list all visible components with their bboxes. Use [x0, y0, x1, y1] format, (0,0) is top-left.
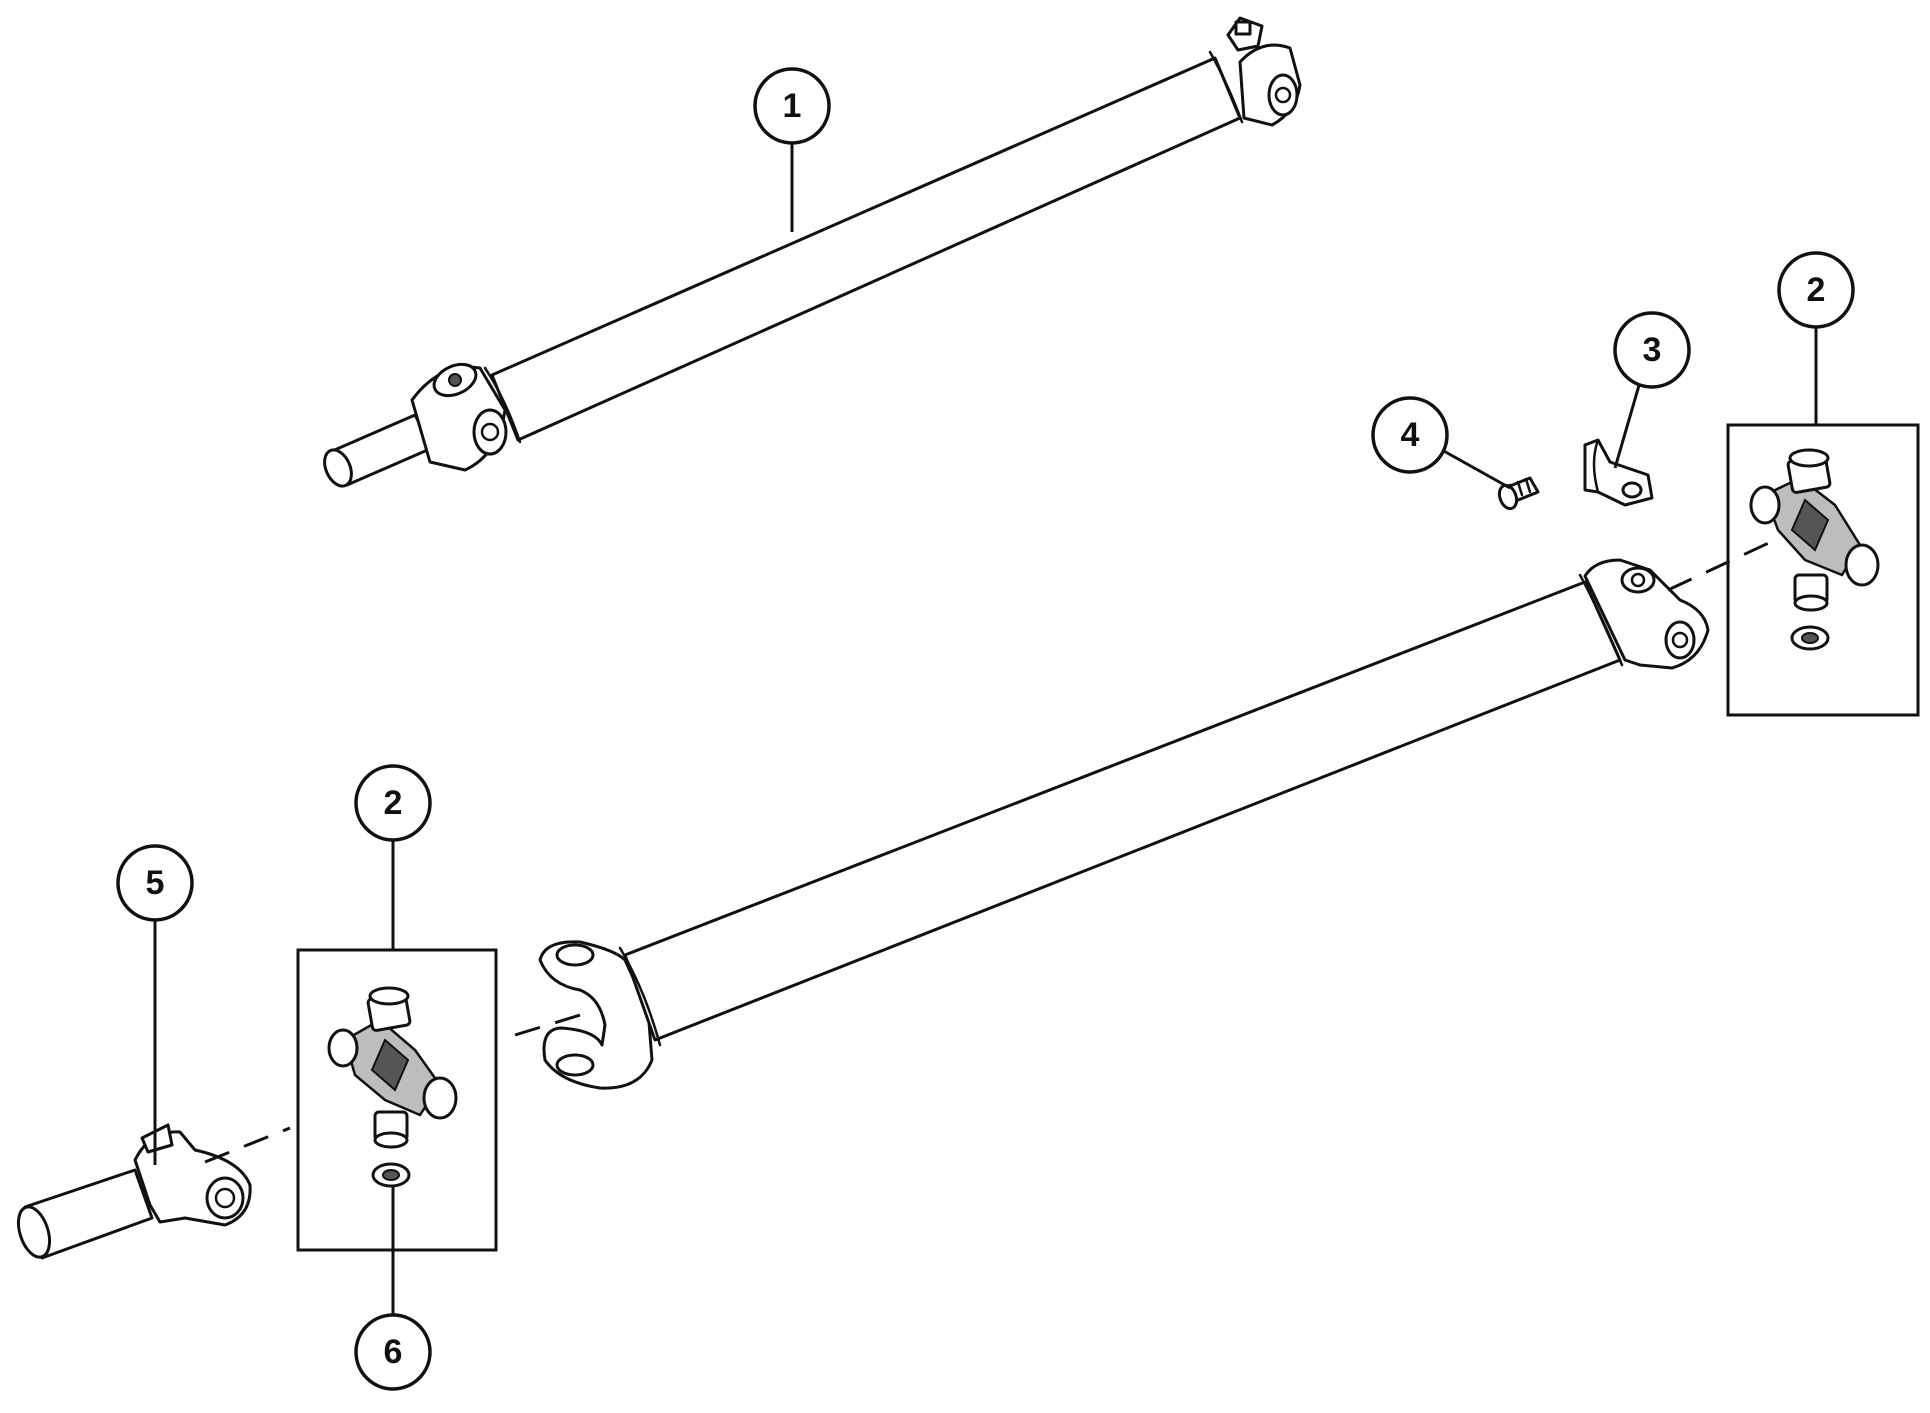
callout-2-right: 2 [1777, 251, 1855, 329]
front-driveshaft [323, 16, 1302, 488]
alignment-line-right [1667, 538, 1776, 592]
leader-3 [1613, 374, 1644, 469]
callout-5-label: 5 [146, 864, 165, 902]
callout-2-left-label: 2 [384, 784, 403, 822]
callout-2-left: 2 [354, 764, 432, 842]
callout-1: 1 [753, 67, 831, 145]
callout-5: 5 [116, 844, 194, 922]
u-joint-kit-left [296, 948, 498, 1252]
callout-6-label: 6 [384, 1333, 403, 1371]
slip-yoke [16, 1123, 252, 1260]
u-joint-kit-right [1726, 423, 1920, 717]
callout-4: 4 [1371, 396, 1449, 474]
alignment-line-left-1 [204, 1126, 291, 1164]
callout-3-label: 3 [1643, 331, 1662, 369]
callout-1-label: 1 [783, 87, 802, 125]
callout-3: 3 [1613, 311, 1691, 389]
callout-4-label: 4 [1401, 416, 1420, 454]
bolt [1497, 476, 1540, 511]
callout-6: 6 [354, 1313, 432, 1391]
strap-clamp [1583, 438, 1654, 507]
rear-driveshaft [538, 558, 1710, 1090]
callout-2-right-label: 2 [1807, 271, 1826, 309]
leader-4 [1441, 448, 1511, 490]
alignment-line-left-2 [514, 1010, 591, 1037]
